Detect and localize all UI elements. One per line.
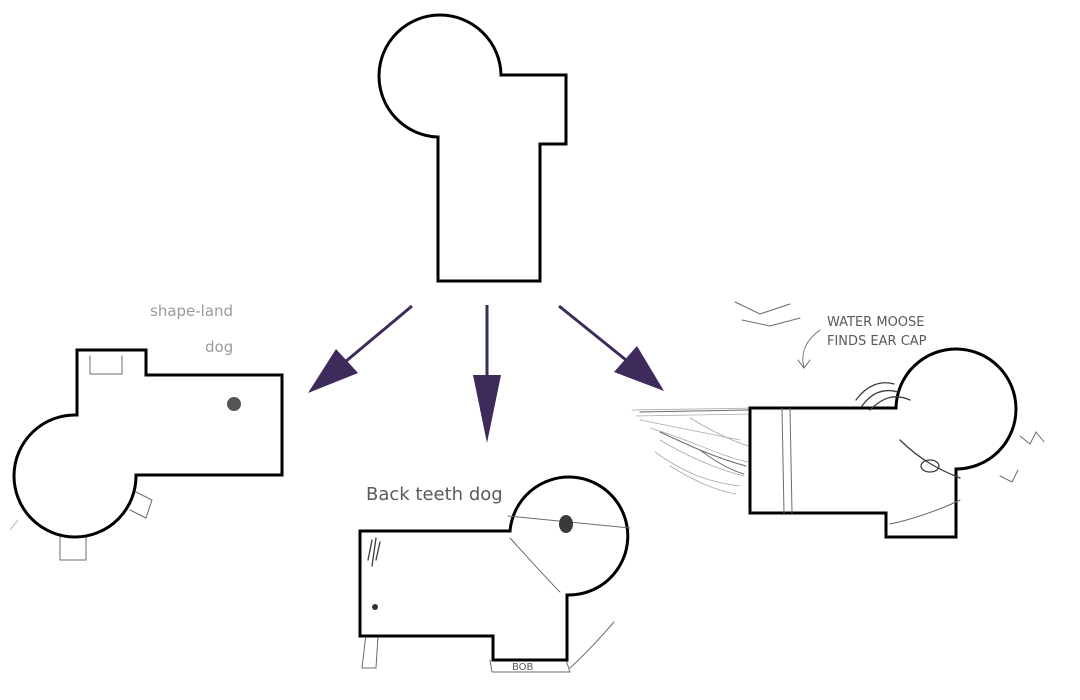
right-body-stripe [781, 407, 793, 514]
left-ear-detail [89, 355, 123, 375]
middle-eye [559, 515, 573, 533]
left-caption-line1: shape-land [150, 302, 233, 320]
middle-caption: Back teeth dog [366, 484, 503, 505]
middle-nose [372, 604, 378, 610]
right-eye [920, 459, 940, 473]
arrow-middle [473, 305, 501, 443]
arrow-right [558, 304, 664, 391]
right-shape-outline [748, 347, 1018, 539]
right-hair-dark [639, 409, 749, 475]
right-caption-line2: FINDS EAR CAP [827, 334, 927, 349]
left-eye [227, 397, 241, 411]
right-hair-strokes [631, 407, 761, 495]
arrow-left [308, 304, 413, 393]
drawing-middle: Back teeth dog BOB [358, 475, 631, 673]
left-caption-line2: dog [205, 338, 233, 356]
left-pencil-legs [59, 491, 153, 561]
middle-tag: BOB [512, 662, 534, 673]
source-shape-outline [377, 13, 568, 283]
right-top-scribble [734, 301, 801, 327]
right-antler-strokes [855, 382, 961, 479]
middle-pencil-legs [361, 621, 615, 673]
left-shape-outline [12, 348, 284, 539]
source-shape [377, 13, 568, 283]
middle-tooth-marks [367, 537, 381, 567]
right-side-marks [889, 431, 1045, 525]
right-caption-arrow [797, 329, 821, 369]
right-caption-line1: WATER MOOSE [827, 315, 925, 330]
drawing-left: shape-land dog [9, 302, 284, 561]
drawing-right: WATER MOOSE FINDS EAR CAP [631, 301, 1045, 539]
